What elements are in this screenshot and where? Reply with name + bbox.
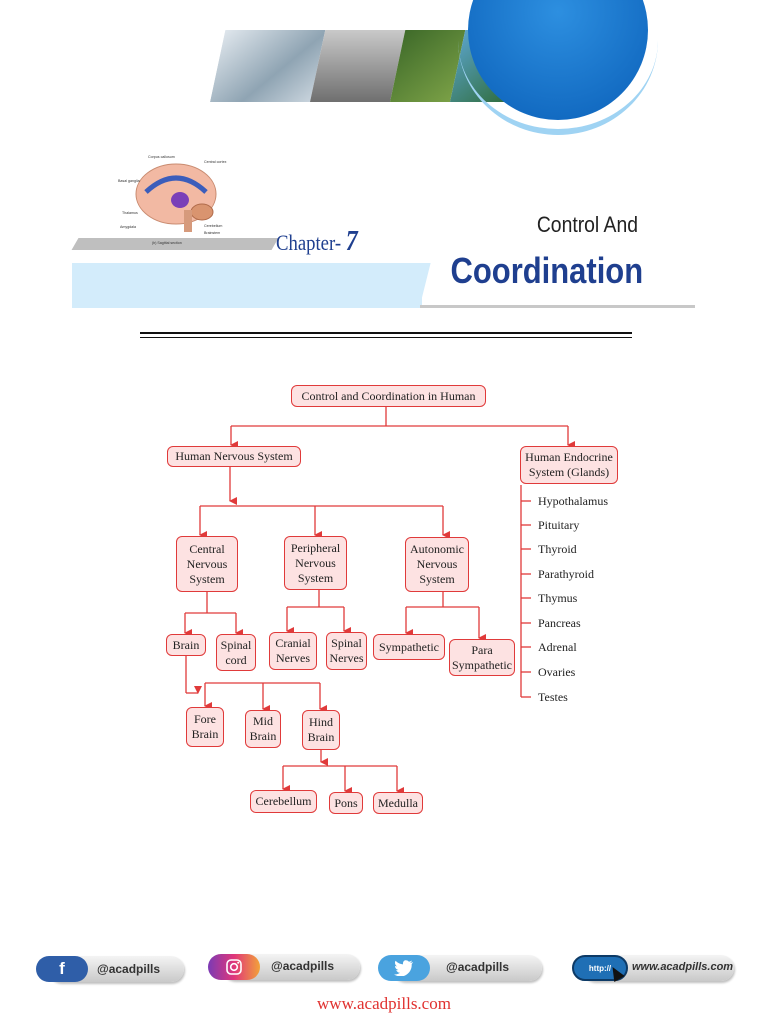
node-mid-brain: Mid Brain: [245, 710, 281, 748]
brain-label: Basal ganglia: [118, 179, 140, 183]
brain-label: (b) Sagittal section: [152, 241, 182, 245]
brain-diagram: Corpus callosum Central cortex Basal gan…: [118, 155, 227, 245]
instagram-handle[interactable]: @acadpills: [271, 959, 335, 973]
node-para-sympathetic: Para Sympathetic: [449, 639, 515, 676]
node-root: Control and Coordination in Human: [291, 385, 486, 407]
gland-item: Parathyroid: [538, 567, 594, 581]
chapter-number: 7: [345, 226, 358, 257]
gland-item: Adrenal: [538, 640, 577, 654]
node-sympathetic: Sympathetic: [373, 634, 445, 660]
node-medulla: Medulla: [373, 792, 423, 814]
divider: [140, 332, 632, 334]
brain-label: Brainstem: [204, 231, 220, 235]
title-underline: [420, 305, 695, 308]
instagram-icon[interactable]: [208, 954, 260, 980]
twitter-handle[interactable]: @acadpills: [446, 960, 510, 974]
node-cerebellum: Cerebellum: [250, 790, 317, 813]
node-hind-brain: Hind Brain: [302, 710, 340, 750]
twitter-icon[interactable]: [378, 955, 430, 981]
gland-item: Pituitary: [538, 518, 580, 532]
node-spinal-cord: Spinal cord: [216, 634, 256, 671]
gland-item: Hypothalamus: [538, 494, 608, 508]
chapter-title-line2: Coordination: [450, 250, 644, 291]
node-nervous-system: Human Nervous System: [167, 446, 301, 467]
facebook-handle[interactable]: @acadpills: [97, 962, 161, 976]
node-cns: Central Nervous System: [176, 536, 238, 592]
brain-label: Thalamus: [122, 211, 138, 215]
node-pns: Peripheral Nervous System: [284, 536, 347, 590]
node-fore-brain: Fore Brain: [186, 707, 224, 747]
brain-label: Central cortex: [204, 160, 227, 164]
chapter-label: Chapter- 7: [276, 226, 358, 257]
website-link[interactable]: www.acadpills.com: [317, 994, 451, 1013]
node-endocrine-system: Human Endocrine System (Glands): [520, 446, 618, 484]
web-link-icon[interactable]: http://: [572, 955, 628, 981]
node-cranial-nerves: Cranial Nerves: [269, 632, 317, 670]
node-spinal-nerves: Spinal Nerves: [326, 632, 367, 670]
gland-item: Thymus: [538, 591, 578, 605]
node-pons: Pons: [329, 792, 363, 814]
facebook-icon[interactable]: f: [36, 956, 88, 982]
brain-label: Corpus callosum: [148, 155, 175, 159]
brain-label: Amygdala: [120, 225, 136, 229]
gland-item: Ovaries: [538, 665, 576, 679]
gland-item: Pancreas: [538, 616, 581, 630]
chapter-title-line1: Control And: [536, 212, 638, 237]
node-ans: Autonomic Nervous System: [405, 537, 469, 592]
node-brain: Brain: [166, 634, 206, 656]
web-handle[interactable]: www.acadpills.com: [632, 961, 734, 973]
gland-item: Thyroid: [538, 542, 577, 556]
divider: [140, 337, 632, 338]
banner-ring: [458, 0, 658, 135]
brain-label: Cerebellum: [204, 224, 222, 228]
gland-item: Testes: [538, 690, 568, 704]
title-band: [72, 263, 422, 308]
